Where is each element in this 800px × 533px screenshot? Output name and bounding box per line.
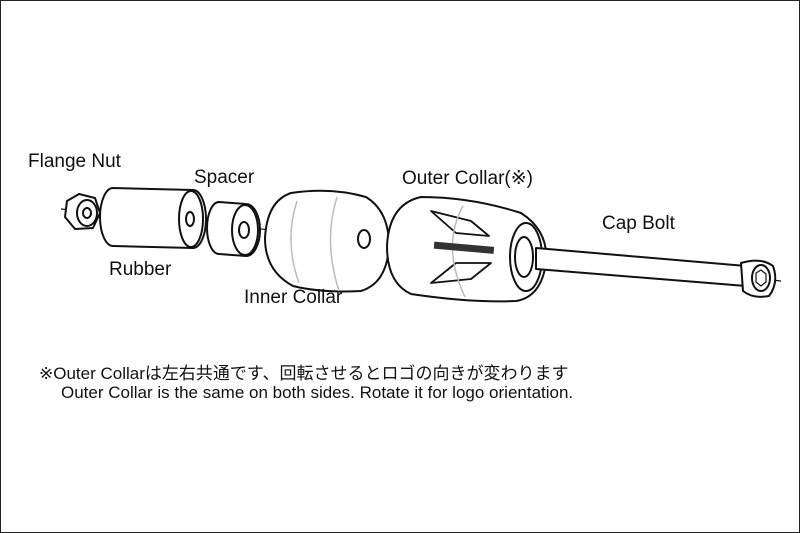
label-cap-bolt: Cap Bolt <box>602 213 675 234</box>
label-outer-collar: Outer Collar(※) <box>402 168 533 189</box>
note-japanese: ※Outer Collarは左右共通です、回転させるとロゴの向きが変わります <box>39 364 569 383</box>
label-flange-nut: Flange Nut <box>28 151 121 172</box>
rubber-part <box>99 187 207 249</box>
cap-bolt-part <box>535 247 777 298</box>
logo-mark <box>433 241 495 254</box>
spacer-part <box>206 201 261 257</box>
label-inner-collar: Inner Collar <box>244 287 343 308</box>
inner-collar-part <box>264 189 390 293</box>
label-spacer: Spacer <box>194 167 255 188</box>
outer-collar-part <box>386 196 548 303</box>
label-rubber: Rubber <box>109 259 172 280</box>
flange-nut-part <box>64 193 101 230</box>
note-english: Outer Collar is the same on both sides. … <box>61 383 574 402</box>
